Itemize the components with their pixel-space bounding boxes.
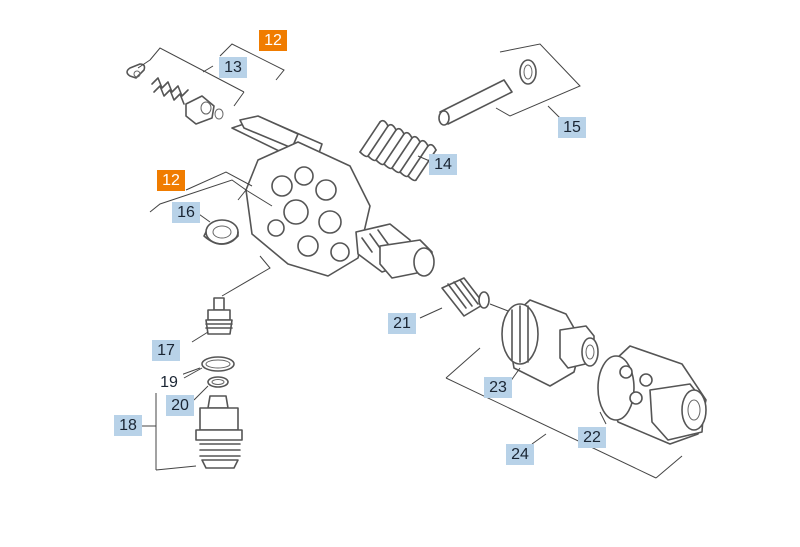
callout-19: 19 bbox=[155, 372, 183, 393]
seal-ring-part bbox=[203, 219, 239, 245]
quick-coupling-part bbox=[597, 345, 707, 445]
o-ring-20-part bbox=[207, 376, 229, 388]
valve-clip-part bbox=[126, 63, 146, 79]
callout-16: 16 bbox=[172, 202, 200, 223]
valve-o-ring-part bbox=[214, 108, 224, 120]
callout-18: 18 bbox=[114, 415, 142, 436]
pump-head-part bbox=[231, 115, 435, 279]
valve-spring-part bbox=[151, 77, 189, 105]
callout-23: 23 bbox=[484, 377, 512, 398]
callout-17: 17 bbox=[152, 340, 180, 361]
callout-13: 13 bbox=[219, 57, 247, 78]
callout-22: 22 bbox=[578, 427, 606, 448]
leader-19 bbox=[183, 367, 203, 379]
leader-13 bbox=[202, 65, 214, 73]
callout-14: 14 bbox=[429, 154, 457, 175]
leader-21 bbox=[419, 307, 443, 319]
callout-21: 21 bbox=[388, 313, 416, 334]
leader-20 bbox=[193, 385, 209, 401]
bracket-15 bbox=[495, 43, 581, 117]
callout-12-top: 12 bbox=[259, 30, 287, 51]
leader-24 bbox=[531, 433, 547, 445]
piston-part bbox=[438, 59, 537, 126]
bracket-13 bbox=[137, 47, 245, 107]
dash-pump-to-17 bbox=[221, 255, 271, 297]
callout-24: 24 bbox=[506, 444, 534, 465]
o-ring-19-part bbox=[201, 356, 235, 372]
bracket-12a bbox=[219, 43, 285, 81]
coupling-nut-part bbox=[501, 299, 599, 387]
valve-seat-part bbox=[185, 95, 215, 125]
leader-22 bbox=[599, 411, 607, 425]
nozzle-part bbox=[205, 297, 233, 335]
callout-15: 15 bbox=[558, 117, 586, 138]
fitting-screw-part bbox=[441, 277, 490, 317]
leader-17 bbox=[191, 331, 209, 343]
bracket-12b bbox=[185, 171, 253, 191]
valve-body-part bbox=[195, 395, 243, 469]
bracket-24 bbox=[445, 347, 683, 479]
bracket-16 bbox=[149, 179, 273, 213]
callout-20: 20 bbox=[166, 395, 194, 416]
callout-12-mid: 12 bbox=[157, 170, 185, 191]
piston-spring-part bbox=[359, 119, 437, 182]
